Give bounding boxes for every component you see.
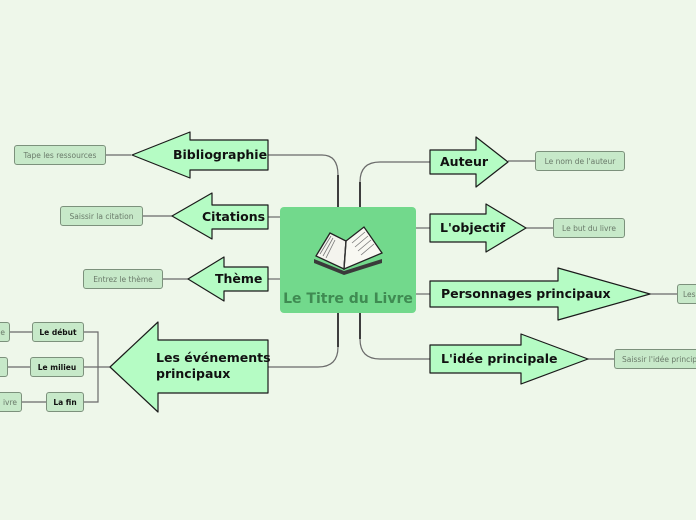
theme-arrow-shape (187, 256, 269, 302)
citations-child[interactable]: Saissir la citation (60, 206, 143, 226)
branch-citations[interactable]: Citations (202, 209, 266, 224)
event-fin[interactable]: La fin (46, 392, 84, 412)
central-title: Le Titre du Livre (283, 291, 413, 307)
auteur-child[interactable]: Le nom de l'auteur (535, 151, 625, 171)
connector-evenements (268, 313, 339, 368)
branch-bibliographie[interactable]: Bibliographie (173, 147, 268, 162)
idee-child[interactable]: Saissir l'idée principa (614, 349, 696, 369)
event-debut[interactable]: Le début (32, 322, 84, 342)
event-fin-leaf[interactable]: ivre (0, 392, 22, 412)
idee-arrow-shape (429, 333, 589, 385)
personnages-arrow-shape (429, 267, 651, 321)
branch-theme[interactable]: Thème (215, 271, 263, 286)
branch-auteur[interactable]: Auteur (440, 154, 489, 169)
central-topic[interactable]: Le Titre du Livre (280, 207, 416, 313)
branch-personnages[interactable]: Personnages principaux (441, 286, 611, 301)
citations-arrow-shape (171, 192, 269, 240)
objectif-child[interactable]: Le but du livre (553, 218, 625, 238)
connector-bibliographie (268, 154, 339, 207)
theme-child[interactable]: Entrez le thème (83, 269, 163, 289)
auteur-arrow-shape (429, 136, 509, 188)
connector-lines (8, 154, 677, 403)
branch-evenements[interactable]: Les événements principaux (156, 350, 271, 382)
branch-objectif[interactable]: L'objectif (440, 220, 506, 235)
objectif-arrow-shape (429, 203, 527, 253)
event-debut-leaf[interactable]: e (0, 322, 10, 342)
event-milieu[interactable]: Le milieu (30, 357, 84, 377)
connector-auteur (359, 161, 430, 207)
branch-evenements-line-1: Les événements (156, 350, 271, 365)
branch-evenements-line-2: principaux (156, 366, 231, 381)
connector-events-fork (84, 331, 110, 403)
evenements-arrow-shape (109, 321, 269, 413)
bibliographie-arrow-shape (131, 131, 269, 179)
branch-idee[interactable]: L'idée principale (441, 351, 558, 366)
personnages-child[interactable]: Les (677, 284, 696, 304)
open-book-icon (314, 226, 383, 275)
bibliographie-child[interactable]: Tape les ressources (14, 145, 106, 165)
connector-events-leaves (8, 331, 46, 403)
event-milieu-leaf[interactable] (0, 357, 8, 377)
connector-idee (359, 313, 430, 360)
